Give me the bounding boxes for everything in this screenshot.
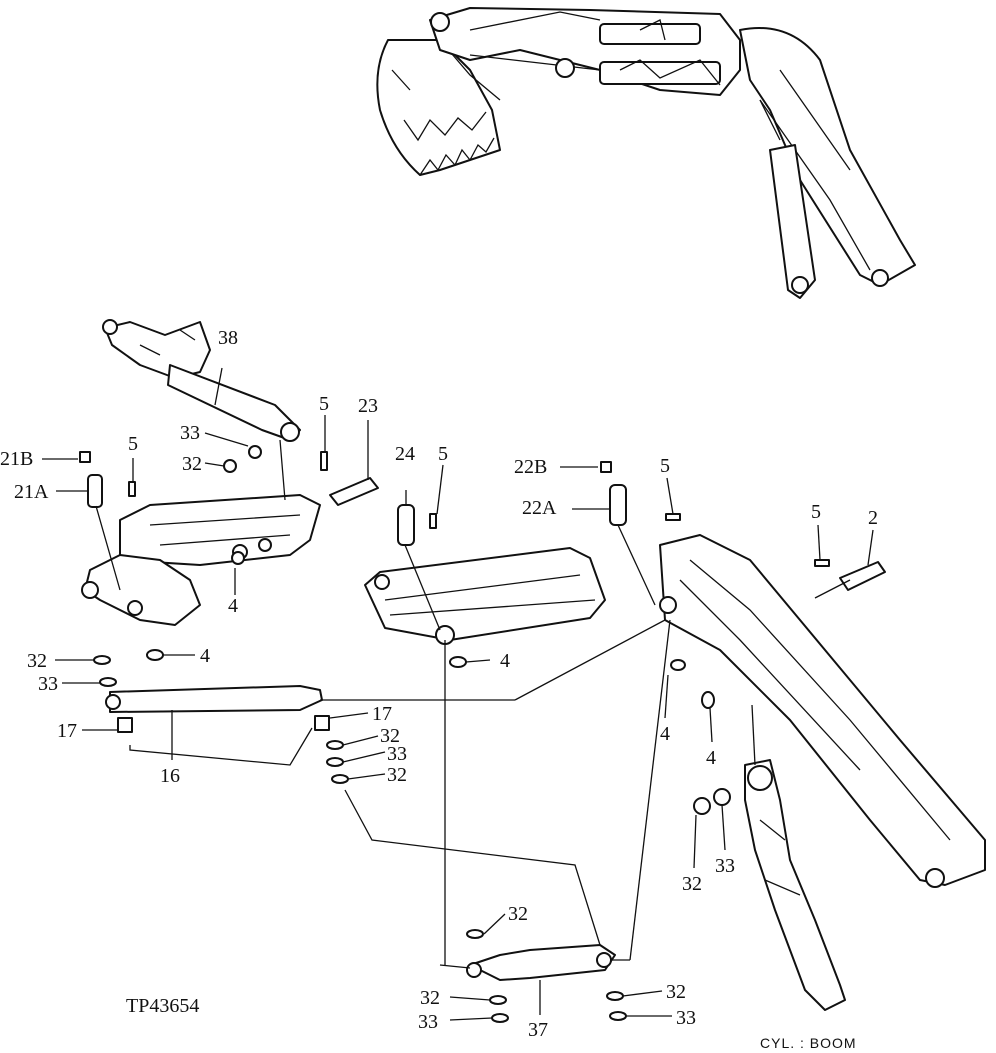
cylinder-38-drawing (102, 319, 301, 442)
callout-5: 5 (128, 433, 138, 455)
callout-17: 17 (57, 720, 77, 742)
callout-5: 5 (319, 393, 329, 415)
callout-33: 33 (180, 422, 200, 444)
callout-labels: 38 33 32 5 23 21B 21A 5 4 32 4 33 17 16 … (0, 327, 878, 1041)
callout-33: 33 (715, 855, 735, 877)
callout-17: 17 (372, 703, 392, 725)
callout-22B: 22B (514, 456, 547, 478)
figure-id: TP43654 (126, 995, 199, 1017)
leader-lines (42, 367, 874, 1021)
excavator-overview-drawing (376, 7, 916, 299)
callout-32: 32 (420, 987, 440, 1009)
boom-cylinder-right-drawing (744, 759, 846, 1011)
callout-2: 2 (868, 507, 878, 529)
callout-32: 32 (666, 981, 686, 1003)
callout-4: 4 (500, 650, 510, 672)
callout-21B: 21B (0, 448, 33, 470)
callout-4: 4 (706, 747, 716, 769)
callout-22A: 22A (522, 497, 557, 519)
callout-37: 37 (528, 1019, 548, 1041)
callout-33: 33 (38, 673, 58, 695)
callout-32: 32 (182, 453, 202, 475)
callout-33: 33 (676, 1007, 696, 1029)
figure-caption: CYL. : BOOM (760, 1035, 857, 1051)
callout-33: 33 (418, 1011, 438, 1033)
callout-4: 4 (660, 723, 670, 745)
callout-32: 32 (380, 725, 400, 747)
callout-33: 33 (387, 743, 407, 765)
callout-5: 5 (811, 501, 821, 523)
callout-32: 32 (508, 903, 528, 925)
callout-32: 32 (27, 650, 47, 672)
callout-38: 38 (218, 327, 238, 349)
callout-4: 4 (228, 595, 238, 617)
cylinder-16-drawing (105, 685, 330, 733)
cylinder-37-drawing (466, 944, 616, 981)
center-link-drawing (364, 547, 606, 645)
callout-5: 5 (660, 455, 670, 477)
callout-4: 4 (200, 645, 210, 667)
right-boom-drawing (659, 534, 986, 888)
callout-5: 5 (438, 443, 448, 465)
callout-16: 16 (160, 765, 180, 787)
callout-21A: 21A (14, 481, 49, 503)
callout-23: 23 (358, 395, 378, 417)
left-bracket-drawing (81, 494, 321, 626)
callout-32: 32 (682, 873, 702, 895)
callout-24: 24 (395, 443, 415, 465)
callout-32: 32 (387, 764, 407, 786)
hardware-parts (79, 445, 886, 1023)
